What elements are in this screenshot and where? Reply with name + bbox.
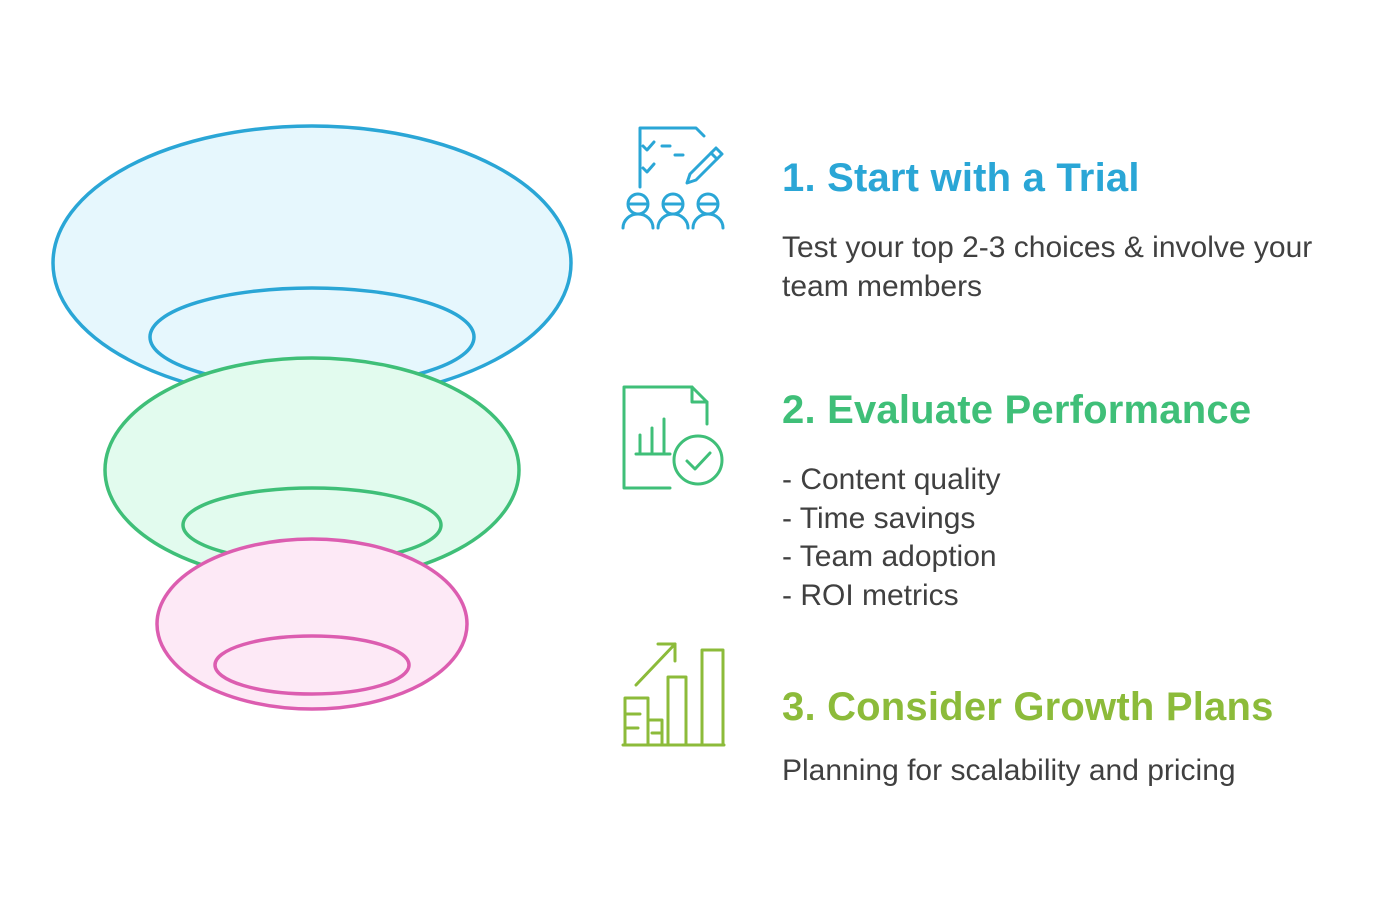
funnel-diagram xyxy=(51,124,573,711)
report-check-icon xyxy=(622,385,724,490)
step2-title: 2. Evaluate Performance xyxy=(782,388,1252,432)
criteria-item-team-adoption: - Team adoption xyxy=(782,540,997,573)
step3-title: 3. Consider Growth Plans xyxy=(782,685,1274,729)
funnel-ring-bottom-inner xyxy=(213,634,411,696)
step1-title: 1. Start with a Trial xyxy=(782,156,1140,200)
funnel-ring-middle xyxy=(103,356,521,584)
criteria-item-time-savings: - Time savings xyxy=(782,501,976,535)
funnel-ring-top xyxy=(51,124,573,402)
checklist-team-icon xyxy=(621,126,725,230)
criteria-item-content-quality: - Content quality xyxy=(782,463,1001,496)
step3-description: Planning for scalability and pricing xyxy=(782,754,1236,787)
growth-chart-icon xyxy=(621,642,726,747)
funnel-ring-bottom xyxy=(155,537,469,711)
criteria-item-roi-metrics: - ROI metrics xyxy=(782,578,959,612)
step2-criteria-list: - Content quality - Time savings - Team … xyxy=(782,461,1000,615)
step1-description: Test your top 2-3 choices & involve your… xyxy=(782,231,1313,303)
